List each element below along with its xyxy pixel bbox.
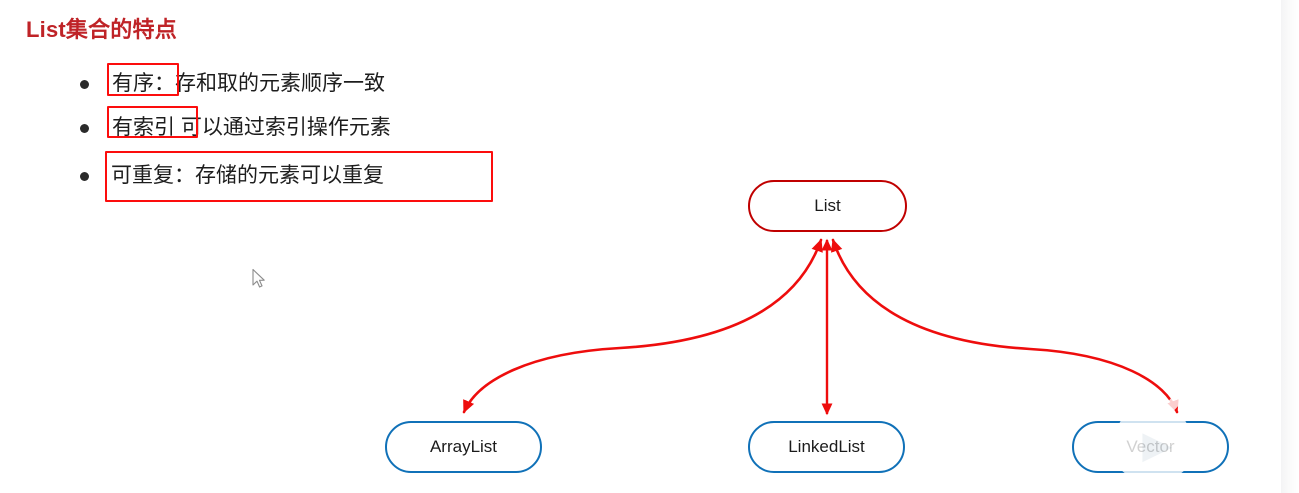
edge-list-arraylist bbox=[462, 238, 823, 414]
node-arraylist-label: ArrayList bbox=[429, 437, 498, 456]
list-item: 有序：存和取的元素顺序一致 bbox=[80, 71, 385, 97]
node-vector[interactable]: Vector bbox=[1072, 421, 1229, 473]
list-item-emphasis: 有序： bbox=[112, 72, 175, 95]
node-linkedlist-label: LinkedList bbox=[788, 437, 865, 456]
node-vector-label: Vector bbox=[1126, 437, 1175, 456]
node-linkedlist[interactable]: LinkedList bbox=[748, 421, 905, 473]
node-list[interactable]: List bbox=[748, 180, 907, 232]
list-item-text: 有索引 可以通过索引操作元素 bbox=[112, 115, 391, 141]
mouse-cursor-icon bbox=[252, 268, 265, 288]
list-item-rest: 可以通过索引操作元素 bbox=[175, 116, 391, 139]
bullet-dot-icon bbox=[80, 171, 89, 181]
node-arraylist[interactable]: ArrayList bbox=[385, 421, 542, 473]
bullet-dot-icon bbox=[80, 123, 89, 133]
list-item-text: 可重复：存储的元素可以重复 bbox=[111, 163, 384, 189]
page-title: List集合的特点 bbox=[26, 17, 177, 42]
list-item-emphasis: 有索引 bbox=[112, 116, 175, 139]
list-item-rest: 存和取的元素顺序一致 bbox=[175, 72, 385, 95]
page-scroll-gutter[interactable] bbox=[1281, 0, 1299, 493]
node-list-label: List bbox=[814, 196, 841, 215]
bullet-dot-icon bbox=[80, 79, 89, 89]
list-item: 有索引 可以通过索引操作元素 bbox=[80, 115, 391, 141]
list-item-text: 有序：存和取的元素顺序一致 bbox=[112, 71, 385, 97]
list-item: 可重复：存储的元素可以重复 bbox=[80, 163, 384, 189]
list-item-rest: 可重复：存储的元素可以重复 bbox=[111, 164, 384, 187]
edge-list-vector bbox=[830, 238, 1179, 414]
